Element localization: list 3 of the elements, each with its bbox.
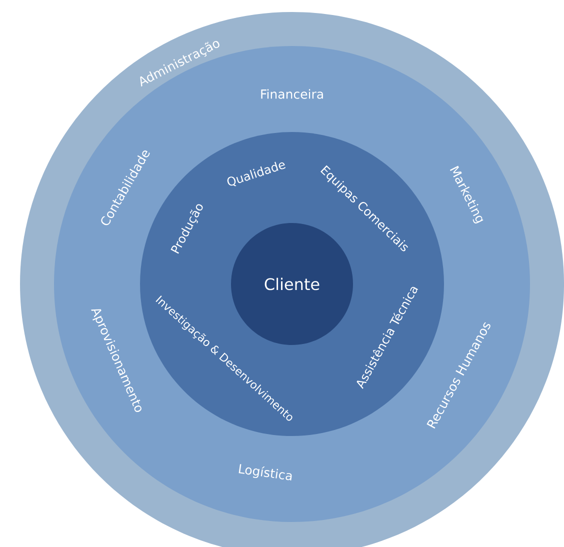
ring-label: Logística	[238, 464, 292, 480]
ring-label: Financeira	[261, 89, 323, 99]
ring-label: Cliente	[264, 278, 320, 290]
